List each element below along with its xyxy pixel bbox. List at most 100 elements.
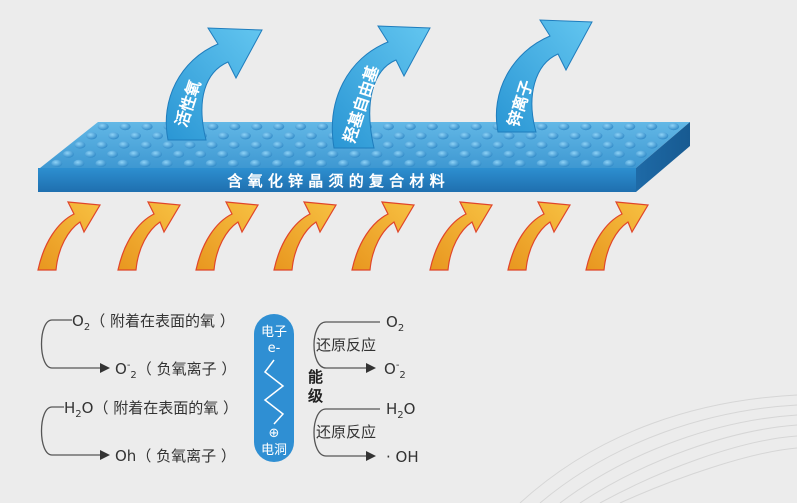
svg-text:O2: O2 bbox=[386, 313, 404, 334]
surface-dot bbox=[217, 150, 229, 158]
orange-arrow-1 bbox=[37, 201, 101, 271]
surface-dot bbox=[152, 132, 163, 140]
right-o2-in: O bbox=[386, 313, 398, 331]
surface-dot bbox=[250, 141, 262, 149]
surface-dot bbox=[448, 159, 460, 167]
surface-dot bbox=[404, 141, 416, 149]
surface-dot bbox=[569, 132, 581, 140]
surface-dot bbox=[514, 141, 526, 149]
arrow-zinc-ion: 锌离子 bbox=[495, 19, 593, 133]
surface-dot bbox=[393, 132, 405, 140]
surface-dot bbox=[205, 159, 217, 167]
surface-dot bbox=[481, 150, 493, 158]
electron-hole-pill: 电子 e- ⊕ 电洞 bbox=[254, 314, 294, 462]
surface-dot bbox=[227, 159, 239, 167]
right-bot-label: 还原反应 bbox=[316, 423, 376, 441]
surface-dot bbox=[84, 150, 96, 158]
surface-dot bbox=[183, 159, 195, 167]
h2o-in: H bbox=[64, 399, 75, 417]
surface-dot bbox=[228, 141, 240, 149]
energy-level-1: 能 bbox=[308, 368, 323, 386]
surface-dot bbox=[404, 159, 416, 167]
surface-dot bbox=[349, 150, 361, 158]
right-o2-out: O bbox=[384, 360, 396, 378]
surface-dot bbox=[74, 141, 86, 149]
pill-e-minus: e- bbox=[268, 341, 281, 356]
surface-dot bbox=[470, 141, 482, 149]
surface-dot bbox=[580, 123, 592, 131]
surface-dot bbox=[602, 141, 614, 149]
surface-dot bbox=[118, 141, 130, 149]
surface-dot bbox=[272, 141, 284, 149]
orange-arrow-3 bbox=[195, 201, 259, 271]
surface-dot bbox=[129, 150, 140, 158]
surface-dot bbox=[558, 123, 570, 131]
surface-dot bbox=[141, 123, 153, 131]
surface-dot bbox=[602, 123, 614, 131]
surface-dot bbox=[217, 132, 229, 140]
surface-dot bbox=[95, 159, 107, 167]
surface-dot bbox=[360, 159, 372, 167]
surface-dot bbox=[536, 123, 548, 131]
right-bot-bracket bbox=[313, 408, 380, 457]
blue-arrow-2 bbox=[331, 25, 431, 149]
orange-arrow-5 bbox=[351, 201, 415, 271]
surface-dot bbox=[536, 141, 548, 149]
surface-dot bbox=[613, 150, 625, 158]
right-h2o-in-sub: 2 bbox=[397, 410, 403, 421]
surface-dot bbox=[657, 132, 669, 140]
surface-dot bbox=[173, 150, 185, 158]
surface-dot bbox=[96, 141, 108, 149]
surface-dot bbox=[139, 159, 151, 167]
pill-hole: 电洞 bbox=[261, 443, 287, 458]
surface-dot bbox=[602, 159, 614, 167]
svg-text:O2（ 附着在表面的氧 ）: O2（ 附着在表面的氧 ） bbox=[72, 312, 235, 333]
blue-arrow-3 bbox=[495, 19, 593, 133]
plate-front-face bbox=[38, 168, 636, 192]
surface-dot bbox=[86, 132, 98, 140]
surface-dot bbox=[525, 132, 537, 140]
right-o2-out-sup: - bbox=[396, 360, 400, 371]
o2-in: O bbox=[72, 312, 84, 330]
o2-out-sub: 2 bbox=[130, 370, 136, 381]
surface-dot bbox=[569, 150, 581, 158]
surface-dot bbox=[503, 150, 515, 158]
surface-dot bbox=[459, 150, 471, 158]
surface-dot bbox=[437, 150, 449, 158]
surface-dot bbox=[415, 132, 427, 140]
surface-dot bbox=[151, 150, 162, 158]
surface-dot bbox=[195, 150, 207, 158]
left-bot-arrowhead bbox=[100, 450, 110, 460]
surface-dot bbox=[184, 141, 196, 149]
svg-text:H2O（ 附着在表面的氧 ）: H2O（ 附着在表面的氧 ） bbox=[64, 399, 238, 420]
surface-dot bbox=[239, 132, 251, 140]
right-o2-in-sub: 2 bbox=[398, 323, 404, 334]
right-oh-out: · OH bbox=[386, 448, 419, 466]
h2o-in-sub: 2 bbox=[75, 409, 81, 420]
surface-dot bbox=[613, 132, 625, 140]
left-top-arrowhead bbox=[100, 363, 110, 373]
orange-arrow-8 bbox=[585, 201, 649, 271]
oh-out: Oh bbox=[115, 447, 136, 465]
left-reactions: O2（ 附着在表面的氧 ） O-2（ 负氧离子 ） H2O（ 附着在表面的氧 ）… bbox=[40, 312, 238, 465]
surface-dot bbox=[327, 150, 339, 158]
surface-dot bbox=[294, 141, 306, 149]
surface-dot bbox=[271, 159, 283, 167]
orange-arrow-2 bbox=[117, 201, 181, 271]
surface-dot bbox=[470, 123, 482, 131]
surface-dot bbox=[393, 150, 405, 158]
pill-body bbox=[254, 314, 294, 462]
surface-dot bbox=[547, 132, 559, 140]
o2-out: O bbox=[115, 360, 127, 378]
surface-dot bbox=[206, 141, 218, 149]
pill-zigzag bbox=[263, 359, 285, 425]
surface-dot bbox=[249, 159, 261, 167]
surface-dot bbox=[646, 141, 658, 149]
left-bot-bracket bbox=[40, 406, 100, 456]
surface-dot bbox=[162, 141, 174, 149]
right-reactions: 还原反应 O2 O-2 还原反应 H2O · OH bbox=[313, 313, 419, 466]
right-top-arrowhead bbox=[366, 363, 376, 373]
energy-level-2: 级 bbox=[308, 387, 324, 405]
surface-dot bbox=[624, 159, 636, 167]
